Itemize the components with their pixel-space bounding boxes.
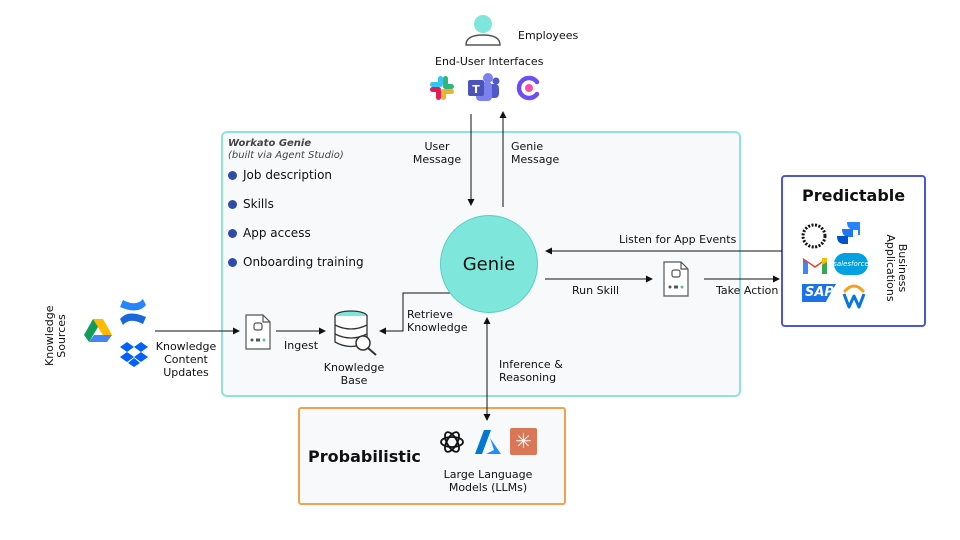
llm-line1: Large Language: [443, 468, 533, 481]
jira-icon: [837, 222, 860, 244]
knowledge-base-line2: Base: [340, 374, 368, 387]
salesforce-icon: salesforce: [833, 253, 869, 275]
bullet-job-description: Job description: [228, 168, 332, 182]
inference-reasoning-label: Inference & Reasoning: [499, 358, 563, 384]
genie-message-line2: Message: [511, 153, 560, 166]
end-user-interfaces-label: End-User Interfaces: [435, 55, 544, 68]
retrieve-arrow: [379, 292, 450, 335]
probabilistic-box: [298, 407, 566, 505]
ingest-label: Ingest: [284, 339, 319, 352]
listen-label: Listen for App Events: [619, 233, 737, 246]
confluence-icon: [120, 299, 146, 325]
anthropic-icon: ✳: [510, 428, 537, 455]
gmail-icon: [803, 258, 827, 274]
genie-node-label: Genie: [462, 253, 516, 275]
bullet-text: Skills: [243, 197, 274, 211]
bullet-skills: Skills: [228, 197, 274, 211]
updates-line3: Updates: [163, 366, 209, 379]
retrieve-knowledge-label: Retrieve Knowledge: [407, 308, 467, 334]
genie-node: Genie: [440, 215, 538, 313]
genie-box-title: Workato Genie: [228, 138, 312, 149]
user-message-label: User Message: [409, 140, 465, 166]
updates-line1: Knowledge: [155, 340, 217, 353]
employees-label: Employees: [518, 29, 579, 42]
azure-icon: [475, 430, 501, 454]
bullet-text: App access: [243, 226, 311, 240]
llm-line2: Models (LLMs): [448, 481, 528, 494]
openai-icon: [440, 431, 464, 453]
business-applications-label: Business Applications: [884, 228, 909, 308]
knowledge-base-icon: [334, 310, 377, 356]
take-action-label: Take Action: [716, 284, 779, 297]
salesforce-text: salesforce: [833, 260, 869, 268]
business-apps-line2: Applications: [884, 234, 897, 302]
inference-line1: Inference &: [499, 358, 563, 371]
knowledge-sources-label: Knowledge Sources: [43, 306, 68, 366]
bullet-dot: [228, 200, 237, 209]
bullet-dot: [228, 171, 237, 180]
bullet-dot: [228, 258, 237, 267]
dropbox-icon: [120, 342, 148, 367]
ingest-document-icon: [245, 314, 271, 350]
knowledge-sources-line2: Sources: [55, 314, 68, 358]
knowledge-base-label: Knowledge Base: [318, 361, 390, 387]
retrieve-line2: Knowledge: [407, 321, 468, 334]
workday-icon: [842, 284, 866, 309]
slack-icon: [430, 76, 454, 100]
bullet-text: Job description: [243, 168, 333, 182]
genie-message-label: Genie Message: [511, 140, 559, 166]
knowledge-base-line1: Knowledge: [323, 361, 385, 374]
sap-text: SAP: [805, 285, 834, 300]
sap-icon: SAP: [802, 284, 836, 302]
bullet-onboarding-training: Onboarding training: [228, 255, 364, 269]
user-message-line2: Message: [412, 153, 462, 166]
bullet-dot: [228, 229, 237, 238]
predictable-title: Predictable: [802, 186, 906, 205]
svg-text:T: T: [472, 83, 480, 96]
bullet-text: Onboarding training: [243, 255, 364, 269]
updates-line2: Content: [164, 353, 208, 366]
genie-box-heading: Workato Genie (built via Agent Studio): [228, 138, 344, 162]
google-drive-icon: [84, 319, 112, 342]
teams-icon: T: [468, 73, 500, 101]
business-apps-line1: Business: [896, 243, 909, 293]
workato-chat-icon: [516, 75, 540, 101]
skill-document-icon: [663, 261, 689, 297]
genie-message-line1: Genie: [511, 140, 544, 153]
run-skill-label: Run Skill: [572, 284, 620, 297]
employee-icon: [465, 15, 501, 46]
llm-label: Large Language Models (LLMs): [436, 468, 540, 494]
bullet-app-access: App access: [228, 226, 311, 240]
probabilistic-title: Probabilistic: [308, 447, 421, 466]
knowledge-updates-label: Knowledge Content Updates: [152, 340, 220, 379]
user-message-line1: User: [424, 140, 450, 153]
genie-box-subtitle: (built via Agent Studio): [228, 150, 344, 161]
retrieve-line1: Retrieve: [407, 308, 453, 321]
inference-line2: Reasoning: [499, 371, 557, 384]
rays-app-icon: [801, 223, 827, 249]
